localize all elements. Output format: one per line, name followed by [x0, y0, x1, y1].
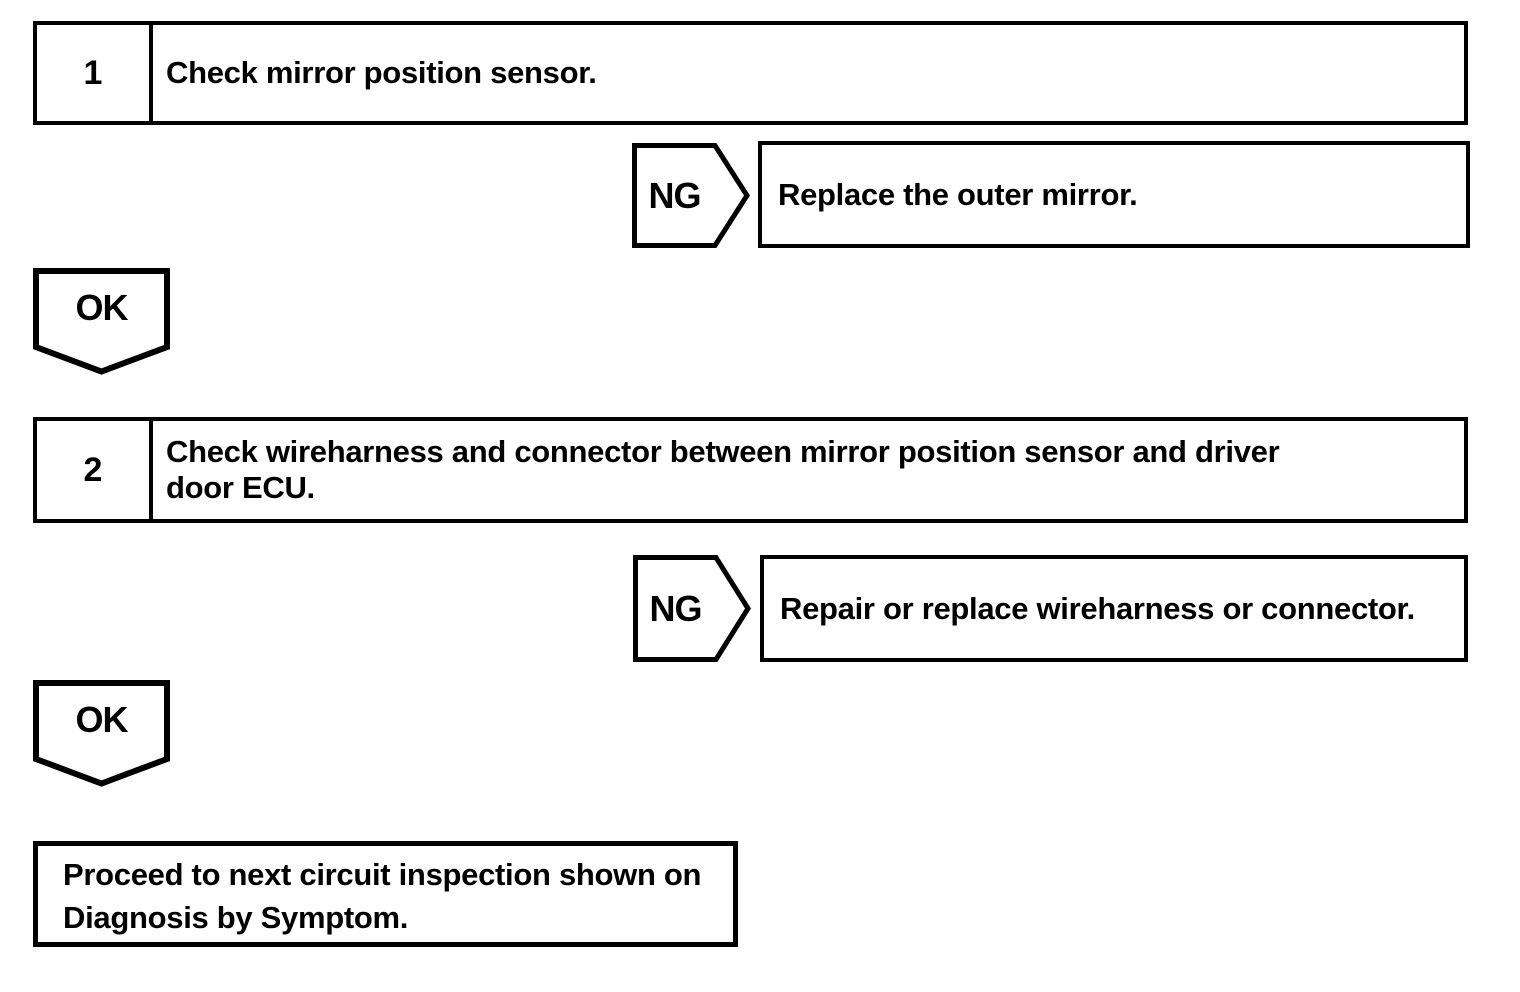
step-1-ng-label: NG — [648, 174, 702, 216]
final-action-box: Proceed to next circuit inspection shown… — [33, 841, 738, 947]
final-action-line-1: Proceed to next circuit inspection shown… — [63, 857, 702, 892]
step-2-instruction-line-2: door ECU. — [166, 470, 315, 505]
step-1-ok-arrow: OK — [33, 268, 170, 375]
ok-arrow-icon — [33, 680, 170, 787]
ng-arrow-icon — [632, 143, 750, 248]
ng-arrow-icon — [633, 555, 751, 662]
step-2-ng-label: NG — [649, 587, 703, 629]
step-2-ng-result-text: Repair or replace wireharness or connect… — [780, 590, 1415, 626]
step-2-ok-label: OK — [75, 699, 129, 740]
step-1-ng-result-box: Replace the outer mirror. — [758, 141, 1470, 248]
step-1-box: 1 Check mirror position sensor. — [33, 21, 1468, 125]
step-2-instruction-line-1: Check wireharness and connector between … — [166, 434, 1280, 469]
final-action-line-2: Diagnosis by Symptom. — [63, 900, 409, 935]
ok-arrow-icon — [33, 268, 170, 375]
step-1-instruction: Check mirror position sensor. — [153, 25, 1464, 121]
step-2-ok-arrow: OK — [33, 680, 170, 787]
step-1-number: 1 — [37, 25, 153, 121]
step-2-number: 2 — [37, 421, 153, 519]
step-2-instruction: Check wireharness and connector between … — [153, 421, 1464, 519]
step-1-ng-arrow: NG — [632, 143, 750, 248]
step-2-box: 2 Check wireharness and connector betwee… — [33, 417, 1468, 523]
step-1-instruction-text: Check mirror position sensor. — [166, 55, 597, 90]
step-1-ok-label: OK — [75, 287, 129, 328]
step-1-ng-result-text: Replace the outer mirror. — [778, 176, 1138, 212]
step-2-ng-arrow: NG — [633, 555, 751, 662]
step-2-ng-result-box: Repair or replace wireharness or connect… — [760, 555, 1468, 662]
